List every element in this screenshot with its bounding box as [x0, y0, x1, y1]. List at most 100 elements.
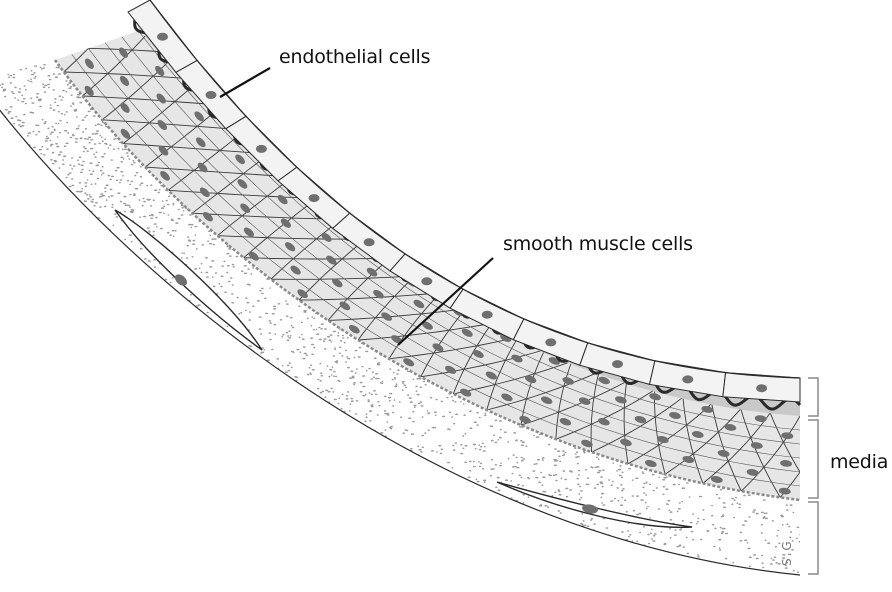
smooth-muscle-nucleus — [724, 423, 737, 431]
smooth-muscle-nucleus — [332, 278, 343, 288]
smooth-muscle-fiber — [30, 0, 89, 24]
smooth-muscle-nucleus — [243, 227, 254, 237]
smooth-muscle-nucleus — [248, 251, 259, 261]
smooth-muscle-nucleus — [120, 128, 131, 139]
smooth-muscle-nucleus — [381, 312, 392, 321]
smooth-muscle-nucleus — [202, 211, 213, 222]
smooth-muscle-nucleus — [348, 324, 360, 334]
fibroblast-nucleus — [174, 274, 188, 286]
endothelial-nucleus — [255, 144, 267, 153]
smooth-muscle-nucleus — [581, 439, 593, 448]
adventitia-outer-outline — [0, 109, 801, 576]
smooth-muscle-nucleus — [196, 137, 206, 148]
endothelial-nucleus — [756, 384, 768, 393]
endothelial-leader-line — [219, 67, 271, 98]
smooth-muscle-nucleus — [717, 450, 730, 457]
smooth-muscle-nucleus — [701, 405, 714, 413]
smooth-muscle-nucleus — [644, 459, 657, 468]
endothelial-nucleus — [545, 338, 557, 347]
smooth-muscle-nucleus — [634, 416, 647, 424]
smooth-muscle-nucleus — [649, 393, 661, 401]
smooth-muscle-nucleus — [432, 343, 444, 352]
smooth-muscle-nucleus — [562, 377, 574, 385]
endothelial-nucleus — [481, 310, 493, 319]
smooth-muscle-nucleus — [615, 396, 627, 404]
smooth-muscle-nucleus — [620, 438, 632, 447]
smooth-muscle-nucleus — [280, 218, 291, 228]
layer-brackets — [808, 377, 819, 575]
endothelial-nucleus — [363, 238, 375, 247]
endothelial-cells-label: endothelial cells — [279, 46, 431, 68]
smooth-muscle-nucleus — [158, 145, 169, 156]
smooth-muscle-nucleus — [199, 187, 210, 198]
endothelial-nucleus — [157, 32, 168, 41]
smooth-muscle-nucleus — [119, 75, 130, 86]
smooth-muscle-layer-line — [138, 30, 800, 431]
smooth-muscle-nucleus — [691, 431, 704, 438]
smooth-muscle-nucleus — [445, 365, 457, 374]
media-outer-border — [53, 59, 801, 502]
smooth-muscle-nucleus — [118, 47, 129, 58]
smooth-muscle-fiber — [55, 25, 112, 49]
smooth-muscle-nucleus — [421, 321, 433, 330]
intima-bracket — [808, 377, 819, 417]
smooth-muscle-nucleus — [559, 418, 572, 426]
endothelial-nucleus — [308, 194, 320, 203]
smooth-muscle-nucleus — [277, 194, 288, 205]
adventitia-bracket — [808, 501, 819, 575]
media-label: media — [830, 451, 889, 473]
artist-signature: S.G. — [780, 533, 794, 566]
fibroblast-cell — [496, 481, 693, 528]
smooth-muscle-nucleus — [157, 120, 168, 130]
smooth-muscle-nucleus — [120, 102, 130, 113]
endothelial-nucleus — [612, 360, 623, 369]
smooth-muscle-nucleus — [297, 289, 308, 299]
smooth-muscle-nucleus — [750, 442, 763, 449]
smooth-muscle-nucleus — [413, 299, 425, 309]
smooth-muscle-nucleus — [284, 242, 296, 252]
smooth-muscle-nucleus — [160, 170, 170, 181]
smooth-muscle-nucleus — [541, 396, 553, 405]
smooth-muscle-nucleus — [339, 301, 351, 311]
adventitia-stipple — [0, 61, 800, 573]
smooth-muscle-layer-line — [121, 36, 800, 445]
smooth-muscle-fibers — [30, 0, 800, 500]
smooth-muscle-nucleus — [472, 349, 484, 359]
smooth-muscle-nucleus — [240, 203, 251, 213]
endothelial-nucleus — [205, 91, 217, 99]
smooth-muscle-nucleus — [598, 418, 610, 426]
media-bracket — [808, 419, 819, 499]
smooth-muscle-nucleus — [461, 328, 473, 337]
smooth-muscle-nucleus — [598, 376, 610, 385]
smooth-muscle-layer-line — [88, 48, 800, 473]
smooth-muscle-nucleus — [524, 375, 537, 384]
smooth-muscle-nucleus — [485, 371, 497, 380]
smooth-muscle-nucleus — [194, 111, 204, 122]
smooth-muscle-nucleus — [235, 154, 245, 165]
smooth-muscle-nucleus — [373, 289, 384, 299]
smooth-muscle-nucleus — [501, 393, 513, 402]
smooth-muscle-nucleus — [366, 267, 378, 277]
fibroblast-cell — [114, 209, 263, 351]
smooth-muscle-leader-line — [397, 257, 494, 346]
smooth-muscle-nucleus — [710, 476, 723, 483]
smooth-muscle-nucleus — [657, 435, 669, 444]
smooth-muscle-nucleus — [746, 469, 759, 476]
smooth-muscle-nucleus — [460, 388, 472, 397]
fibroblast-cells — [114, 209, 693, 528]
smooth-muscle-nucleus — [682, 456, 695, 463]
smooth-muscle-nucleus — [578, 397, 591, 405]
endothelial-nucleus — [682, 375, 694, 384]
smooth-muscle-nucleus — [403, 358, 415, 367]
smooth-muscle-nucleus — [669, 411, 681, 420]
smooth-muscle-nucleus — [511, 354, 523, 363]
smooth-muscle-nuclei — [84, 36, 794, 495]
smooth-muscle-nucleus — [84, 58, 94, 69]
smooth-muscle-nucleus — [197, 162, 208, 173]
smooth-muscle-layer-line — [71, 54, 800, 487]
smooth-muscle-nucleus — [778, 487, 791, 495]
fibroblast-nucleus — [582, 504, 598, 514]
smooth-muscle-cells-label: smooth muscle cells — [503, 233, 693, 255]
smooth-muscle-layer-line — [104, 42, 800, 459]
